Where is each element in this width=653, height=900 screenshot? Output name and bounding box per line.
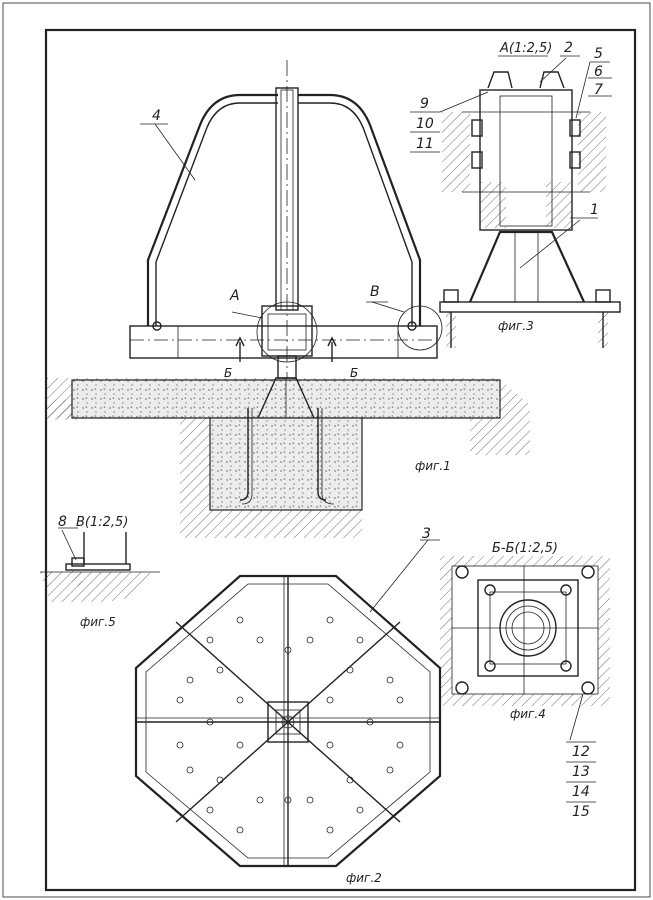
- detail-circle-b: [397, 305, 443, 351]
- detail-v-plate: [65, 563, 131, 571]
- callout-14: 14: [572, 784, 590, 800]
- anchor-bolt-right: [317, 408, 327, 501]
- figure-3-label: фиг.3: [498, 319, 534, 333]
- callout-11: 11: [416, 136, 434, 152]
- callout-1: 1: [590, 202, 599, 218]
- plan-hub: [267, 701, 309, 743]
- section-b-title: Б-Б(1:2,5): [492, 541, 558, 556]
- callout-7: 7: [594, 82, 603, 98]
- arm-right: [298, 93, 422, 326]
- leader-4: [154, 123, 196, 181]
- figure-5-label: фиг.5: [80, 615, 116, 629]
- anchor-bolt-left: [239, 408, 249, 501]
- detail-a-stand: [468, 230, 586, 303]
- marker-b-right: Б: [350, 366, 358, 380]
- marker-a: A: [229, 288, 240, 304]
- octagon-outline: [134, 574, 442, 868]
- callout-8: 8: [58, 514, 67, 530]
- figure-2-label: фиг.2: [346, 871, 382, 885]
- marker-v: B: [370, 284, 380, 300]
- figure-4-label: фиг.4: [510, 707, 546, 721]
- figure-5-detail-v: [40, 527, 160, 602]
- figure-2-plan: [134, 539, 442, 868]
- callout-3: 3: [422, 526, 431, 542]
- marker-b-left: Б: [224, 366, 232, 380]
- callout-10: 10: [416, 116, 434, 132]
- callout-6: 6: [594, 64, 603, 80]
- detail-circle-a: [256, 301, 318, 363]
- figure-1-elevation: [46, 60, 530, 538]
- detail-a-title: A(1:2,5): [499, 41, 552, 56]
- detail-v-title: B(1:2,5): [76, 515, 128, 530]
- callout-15: 15: [572, 804, 590, 820]
- arm-left: [146, 93, 278, 326]
- callout-5: 5: [594, 46, 603, 62]
- horizontal-beam: [129, 325, 438, 359]
- figure-4-section: [440, 556, 610, 803]
- figure-3-detail-a: [410, 55, 621, 348]
- figure-1-label: фиг.1: [415, 459, 451, 473]
- callout-4: 4: [152, 108, 161, 124]
- callout-9: 9: [420, 96, 429, 112]
- callout-2: 2: [564, 40, 573, 56]
- inner-frame: [44, 28, 637, 892]
- leader-3: [369, 539, 429, 613]
- detail-a-base-plate: [439, 301, 621, 313]
- callout-12: 12: [572, 744, 590, 760]
- callout-13: 13: [572, 764, 590, 780]
- detail-a-housing: [479, 89, 573, 231]
